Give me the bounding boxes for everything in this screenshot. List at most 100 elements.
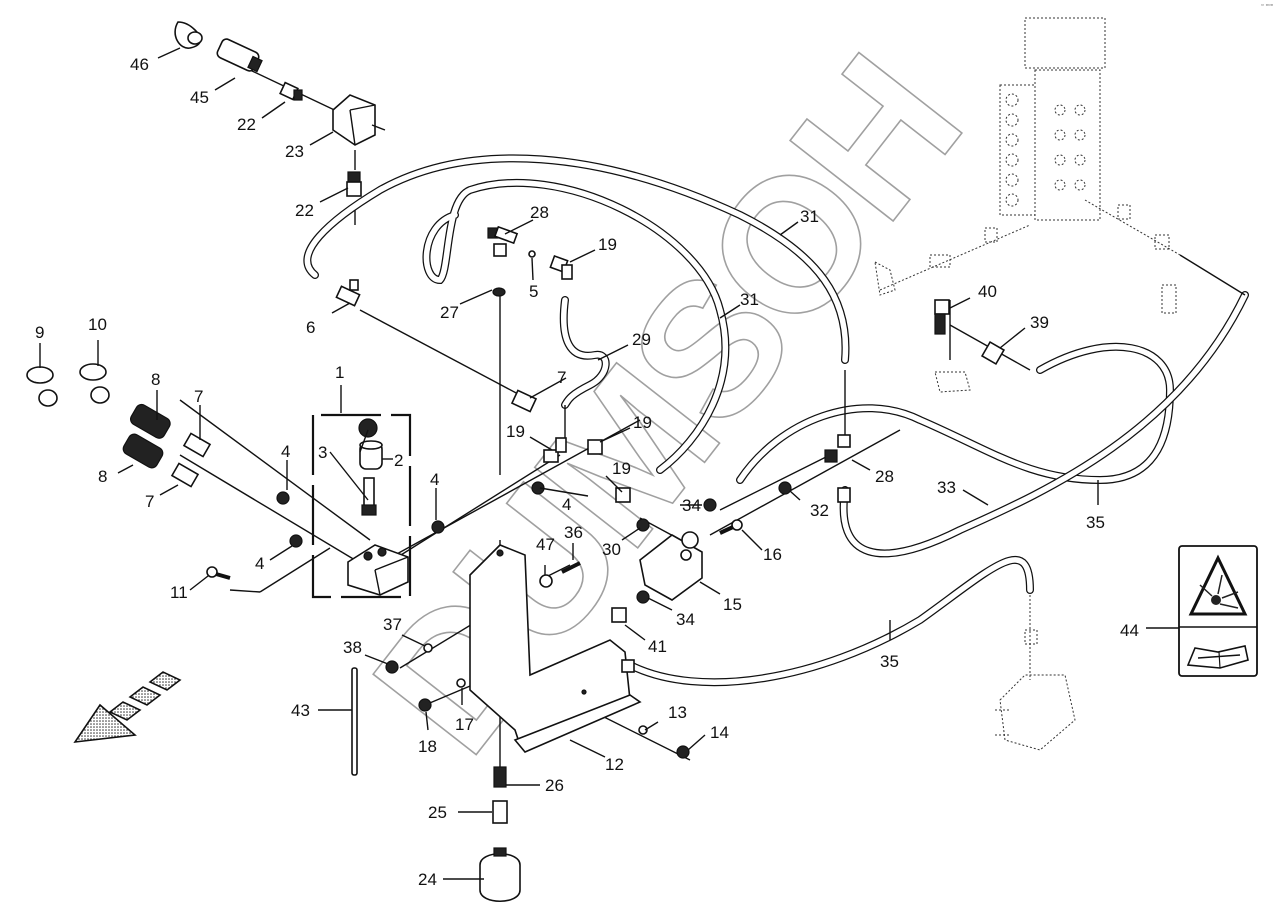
part-7-adapter-upper [182, 432, 212, 458]
callout-leaders [39, 47, 1179, 880]
callout-33: 33 [937, 478, 956, 497]
part-1-valve-kit-frame [311, 413, 412, 599]
part-17-washer [456, 678, 466, 688]
part-28-tee-top [487, 225, 519, 257]
corner-mark: ▫ ▫▫▫ [1261, 2, 1273, 9]
callout-30: 30 [602, 540, 621, 559]
hose-31-inner [422, 178, 730, 474]
part-6-tee [335, 279, 361, 307]
safety-label-44 [1178, 545, 1258, 677]
dotted-reference-lines [879, 199, 1181, 680]
hose-33 [736, 342, 1175, 485]
callout-17: 17 [455, 715, 474, 734]
callout-34: 34 [682, 496, 701, 515]
part-32-fitting [778, 481, 792, 495]
part-41-elbow [611, 607, 635, 673]
part-8-coupler-upper [130, 403, 171, 439]
part-19-elbow-top [549, 254, 573, 280]
callout-18: 18 [418, 737, 437, 756]
part-25-adapter [492, 800, 508, 824]
part-14-nut [676, 745, 690, 759]
part-46-clip [174, 21, 203, 49]
part-43-strip [351, 667, 358, 776]
callout-3: 3 [318, 443, 327, 462]
part-16-bolt [719, 519, 743, 535]
callout-44: 44 [1120, 621, 1139, 640]
part-26-fitting [493, 766, 507, 788]
part-12-bracket [469, 544, 642, 753]
callout-35: 35 [880, 652, 899, 671]
part-28-tee-right [824, 434, 851, 503]
callout-7: 7 [194, 387, 203, 406]
part-3-nut [358, 418, 378, 438]
forward-direction-arrow-icon [73, 671, 182, 743]
callout-45: 45 [190, 88, 209, 107]
callout-10: 10 [88, 315, 107, 334]
callout-28: 28 [530, 203, 549, 222]
callout-25: 25 [428, 803, 447, 822]
control-valve-bank [874, 17, 1177, 393]
callout-29: 29 [632, 330, 651, 349]
callout-40: 40 [978, 282, 997, 301]
callout-26: 26 [545, 776, 564, 795]
callout-6: 6 [306, 318, 315, 337]
callout-37: 37 [383, 615, 402, 634]
callout-16: 16 [763, 545, 782, 564]
part-7-adapter-lower [170, 462, 200, 488]
part-27-washer [492, 287, 506, 297]
part-45-quick-coupler [216, 38, 263, 73]
callout-13: 13 [668, 703, 687, 722]
callout-19: 19 [598, 235, 617, 254]
callout-31: 31 [800, 207, 819, 226]
part-22-adapter-bottom [346, 171, 362, 197]
callout-7: 7 [145, 492, 154, 511]
callout-28: 28 [875, 467, 894, 486]
callout-22: 22 [295, 201, 314, 220]
part-37-washer [423, 643, 433, 653]
callout-32: 32 [810, 501, 829, 520]
hydraulic-pump [995, 629, 1076, 751]
callout-31: 31 [740, 290, 759, 309]
part-23-block [332, 94, 386, 146]
callout-9: 9 [35, 323, 44, 342]
callout-39: 39 [1030, 313, 1049, 332]
part-11-bolt [206, 566, 231, 580]
callout-35: 35 [1086, 513, 1105, 532]
callout-2: 2 [394, 451, 403, 470]
hose-31-outer [303, 154, 850, 364]
callout-15: 15 [723, 595, 742, 614]
callout-19: 19 [506, 422, 525, 441]
callout-5: 5 [529, 282, 538, 301]
callout-12: 12 [605, 755, 624, 774]
part-10-dust-cap [79, 363, 110, 404]
part-5-oring [528, 250, 536, 258]
callout-14: 14 [710, 723, 729, 742]
hose-35-upper [839, 291, 1249, 558]
callout-38: 38 [343, 638, 362, 657]
callout-27: 27 [440, 303, 459, 322]
hose-29 [559, 296, 610, 409]
callout-8: 8 [151, 370, 160, 389]
part-24-accumulator [479, 847, 521, 902]
callout-4: 4 [430, 470, 439, 489]
callout-labels: 46 45 22 23 22 9 10 8 8 7 7 4 4 11 1 3 2… [35, 55, 1139, 889]
part-39-adapter [980, 340, 1006, 366]
hose-35-lower [626, 556, 1034, 687]
leader-lines [179, 69, 1246, 770]
part-22-adapter-top [279, 81, 303, 101]
part-3-stem [361, 477, 377, 516]
part-2-solenoid-coil [359, 440, 383, 470]
callout-19: 19 [612, 459, 631, 478]
callout-43: 43 [291, 701, 310, 720]
callout-36: 36 [564, 523, 583, 542]
part-9-dust-cap [26, 366, 58, 407]
callout-8: 8 [98, 467, 107, 486]
callout-11: 11 [170, 583, 188, 602]
part-19-elbows-center [543, 437, 631, 503]
part-8-coupler-lower [122, 433, 164, 469]
part-34-fittings [636, 498, 717, 604]
part-36-bolt [561, 561, 581, 574]
explosion-warning-icon [1188, 554, 1248, 616]
